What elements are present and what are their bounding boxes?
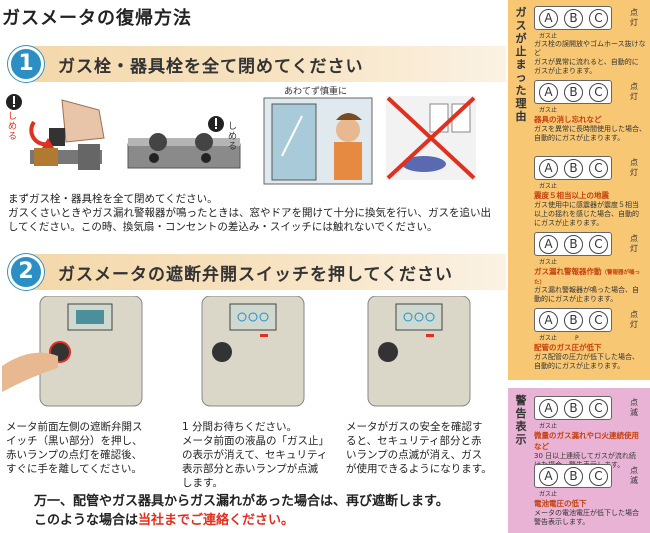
indicator-b-lamp: B bbox=[564, 399, 583, 418]
lit-label: 点灯 bbox=[630, 8, 638, 27]
meter-ready-photo bbox=[367, 296, 471, 407]
gas-stop-sublabel: ガス止 bbox=[539, 259, 558, 266]
indicator-a-lamp: A bbox=[539, 235, 558, 254]
open-window-photo bbox=[263, 97, 373, 185]
step-2-header: 2 ガスメータの遮断弁開スイッチを押してください bbox=[8, 254, 506, 290]
stop-cause: 電池電圧の低下 bbox=[534, 499, 587, 508]
indicator-c-lamp: C bbox=[589, 399, 608, 418]
step-2-col-1-text: メータ前面左側の遮断弁開ス イッチ（黒い部分）を押し、 赤いランプの点灯を確認後… bbox=[6, 421, 143, 475]
stop-description: ガス使用中に感震器が震度５相当以上の揺れを感じた場合、自動的にガスが止まります。 bbox=[534, 201, 639, 227]
indicator-b-lamp: B bbox=[564, 159, 583, 178]
step-2-col-2-text: 1 分間お待ちください。 メータ前面の液晶の「ガス止」 の表示が消えて、セキュリ… bbox=[182, 421, 329, 489]
warning-display-label: 警 告 表 示 bbox=[515, 394, 527, 446]
indicator-a-lamp: A bbox=[539, 311, 558, 330]
lit-label: 点灯 bbox=[630, 310, 638, 329]
lit-label: 点滅 bbox=[630, 466, 638, 485]
stop-cause: 震度５相当以上の地震 bbox=[534, 191, 609, 200]
main-content: ガスメータの復帰方法 1 ガス栓・器具栓を全て閉めてください しめる しめる あ… bbox=[2, 8, 506, 528]
step-2-heading: ガスメータの遮断弁開スイッチを押してください bbox=[58, 265, 453, 285]
indicator-a-lamp: A bbox=[539, 83, 558, 102]
step-2-number: 2 bbox=[8, 254, 44, 290]
step-2-col-3-text: メータがガスの安全を確認す ると、セキュリティ部分と赤 いランプの点滅が消え、ガ… bbox=[346, 421, 492, 475]
indicator-c-lamp: C bbox=[589, 9, 608, 28]
indicator-b-lamp: B bbox=[564, 235, 583, 254]
close-label-2: しめる bbox=[228, 122, 238, 152]
stop-description: ガス漏れ警報器が鳴った場合、自動的にガスが止まります。 bbox=[534, 286, 639, 303]
indicator-c-lamp: C bbox=[589, 311, 608, 330]
stop-cause: 微量のガス漏れやロ火連続使用など bbox=[534, 431, 639, 451]
gas-stop-reasons-label: ガ ス が 止 ま っ た 理 由 bbox=[515, 6, 527, 123]
indicator-a-lamp: A bbox=[539, 9, 558, 28]
indicator-c-lamp: C bbox=[589, 159, 608, 178]
gas-stop-sublabel: ガス止 P bbox=[539, 335, 579, 342]
indicator-b-lamp: B bbox=[564, 467, 583, 486]
contact-us-notice: 当社までご連絡ください。 bbox=[138, 513, 295, 528]
stop-cause: 配管のガス圧が低下 bbox=[534, 343, 602, 352]
meter-press-switch-photo bbox=[2, 296, 143, 407]
gas-stop-sublabel: ガス止 bbox=[539, 33, 558, 40]
stop-cause: ガス漏れ警報器作動（警報器が鳴った） bbox=[534, 267, 641, 286]
step-1-heading: ガス栓・器具栓を全て閉めてください bbox=[58, 57, 364, 77]
gas-stop-sublabel: ガス止 bbox=[539, 423, 558, 430]
page-title: ガスメータの復帰方法 bbox=[2, 8, 192, 29]
stop-description: ガスを異常に長時間使用した場合、自動的にガスが止まります。 bbox=[534, 125, 646, 142]
stop-description: ガス栓の誤開放やゴムホース抜けなどガスが異常に流れると、自動的にガスが止まります… bbox=[534, 40, 646, 75]
lit-label: 点灯 bbox=[630, 234, 638, 253]
indicator-b-lamp: B bbox=[564, 9, 583, 28]
caption-carefully: あわてず慎重に bbox=[284, 87, 348, 97]
gas-stop-sublabel: ガス止 bbox=[539, 107, 558, 114]
meter-wait-photo bbox=[201, 296, 305, 407]
indicator-c-lamp: C bbox=[589, 235, 608, 254]
indicator-a-lamp: A bbox=[539, 467, 558, 486]
indicator-b-lamp: B bbox=[564, 311, 583, 330]
indicator-a-lamp: A bbox=[539, 159, 558, 178]
step-1-number: 1 bbox=[8, 46, 44, 82]
close-gas-valve-photo bbox=[6, 94, 105, 170]
lit-label: 点灯 bbox=[630, 82, 638, 101]
stop-description: メータの電池電圧が低下した場合警告表示します。 bbox=[534, 509, 639, 526]
step-1-text: まずガス栓・器具栓を全て閉めてください。 ガスくさいときやガス漏れ警報器が鳴った… bbox=[8, 193, 491, 233]
close-label-1: しめる bbox=[8, 112, 18, 142]
stop-cause: 器具の消し忘れなど bbox=[534, 115, 602, 124]
indicator-c-lamp: C bbox=[589, 467, 608, 486]
indicator-c-lamp: C bbox=[589, 83, 608, 102]
indicator-a-lamp: A bbox=[539, 399, 558, 418]
gas-stop-sublabel: ガス止 bbox=[539, 491, 558, 498]
lit-label: 点滅 bbox=[630, 398, 638, 417]
lit-label: 点灯 bbox=[630, 158, 638, 177]
stop-description: ガス配管の圧力が低下した場合、自動的にガスが止まります。 bbox=[534, 353, 639, 370]
close-burner-valve-photo bbox=[127, 116, 241, 169]
step-1-header: 1 ガス栓・器具栓を全て閉めてください bbox=[8, 46, 506, 82]
warning-message: 万一、配管やガス器具からガス漏れがあった場合は、再び遮断します。 このような場合… bbox=[34, 494, 449, 528]
indicator-b-lamp: B bbox=[564, 83, 583, 102]
gas-stop-sublabel: ガス止 bbox=[539, 183, 558, 190]
do-not-touch-switches-photo bbox=[386, 96, 476, 180]
